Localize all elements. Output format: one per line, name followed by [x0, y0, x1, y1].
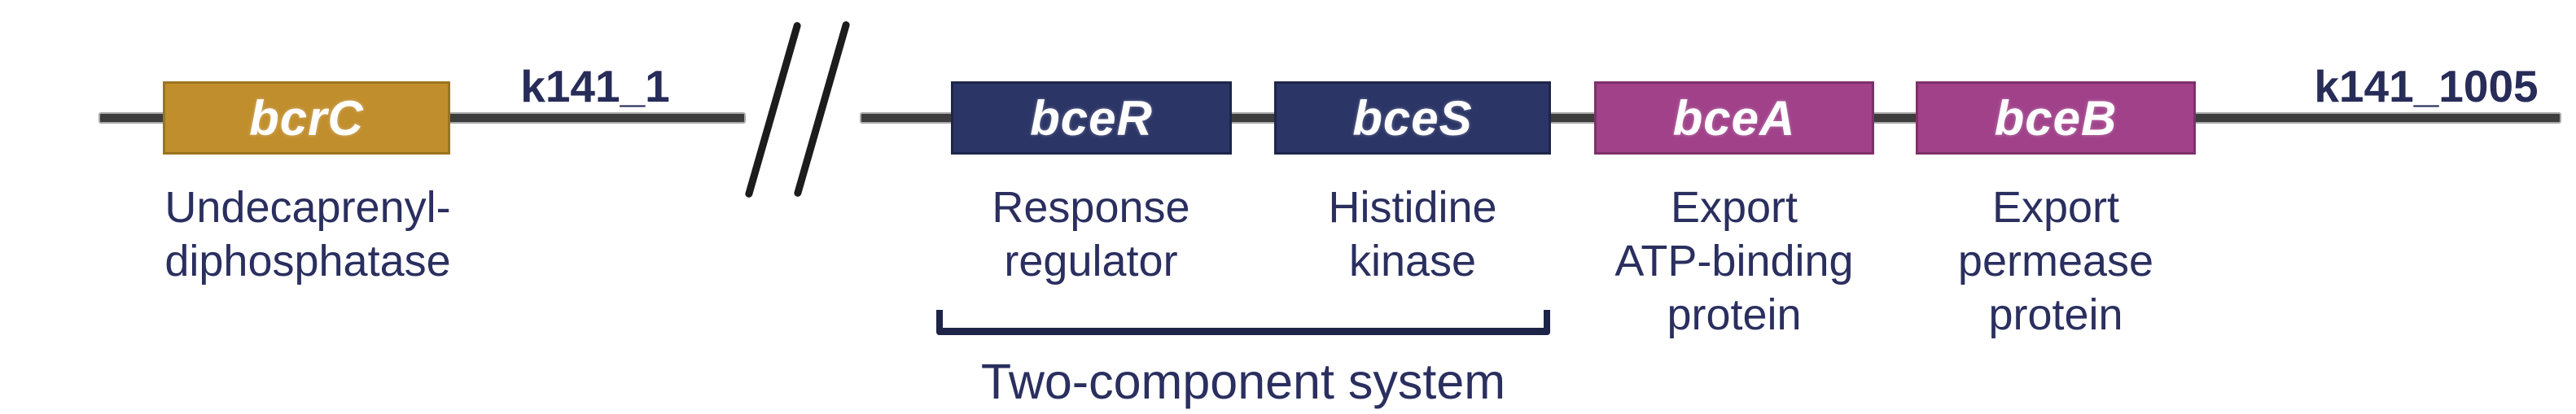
gene-product-bcrc: Undecaprenyl-diphosphatase — [164, 183, 451, 285]
gene-name-bcea: bceA — [1672, 90, 1796, 146]
gene-box-bcea: bceA — [1594, 81, 1874, 155]
sequence-break-slash-icon — [793, 20, 851, 198]
gene-product-bcea: Export ATP-binding protein — [1614, 183, 1854, 339]
gene-name-bcrc: bcrC — [249, 90, 364, 146]
two-component-bracket — [936, 310, 1550, 335]
two-component-label: Two-component system — [980, 354, 1506, 409]
sequence-break-slash-icon — [744, 21, 802, 198]
gene-product-bcer: Response regulator — [992, 183, 1190, 285]
gene-name-bcer: bceR — [1030, 90, 1153, 146]
gene-product-bces: Histidine kinase — [1328, 183, 1497, 285]
contig-label-k141-1005: k141_1005 — [2314, 61, 2539, 111]
gene-product-bceb: Export permease protein — [1957, 183, 2154, 339]
gene-box-bceb: bceB — [1916, 81, 2196, 155]
gene-name-bces: bceS — [1352, 90, 1473, 146]
gene-name-bceb: bceB — [1994, 90, 2118, 146]
gene-box-bcer: bceR — [951, 81, 1232, 155]
gene-box-bces: bceS — [1274, 81, 1551, 155]
gene-box-bcrc: bcrC — [163, 81, 450, 155]
contig-label-k141-1: k141_1 — [520, 61, 670, 111]
